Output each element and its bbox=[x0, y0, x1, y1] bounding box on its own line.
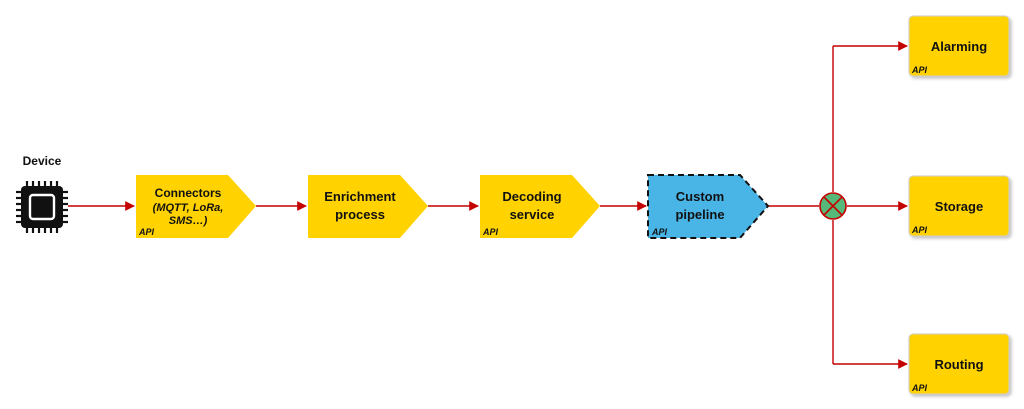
output-storage-box bbox=[908, 175, 1010, 237]
connector-lines bbox=[68, 41, 908, 369]
output-routing-api: API bbox=[911, 383, 928, 393]
stage-connectors-api: API bbox=[138, 227, 155, 237]
output-routing-label: Routing bbox=[934, 357, 983, 372]
chip-icon bbox=[16, 181, 68, 233]
stage-decoding-title-1: Decoding bbox=[502, 189, 561, 204]
stage-connectors-title: Connectors bbox=[155, 186, 222, 200]
output-routing: Routing API bbox=[908, 333, 1010, 395]
stage-connectors-shape bbox=[136, 175, 256, 238]
stage-custom-api: API bbox=[651, 227, 668, 237]
output-alarming-api: API bbox=[911, 65, 928, 75]
stage-connectors-subtitle-1: (MQTT, LoRa, bbox=[153, 202, 224, 214]
device-label: Device bbox=[23, 154, 62, 168]
output-alarming: Alarming API bbox=[908, 15, 1010, 77]
output-storage-api: API bbox=[911, 225, 928, 235]
stage-connectors-subtitle-2: SMS…) bbox=[169, 215, 208, 227]
output-alarming-box bbox=[908, 15, 1010, 77]
stage-enrichment-title-2: process bbox=[335, 207, 385, 222]
output-alarming-label: Alarming bbox=[931, 39, 987, 54]
junction-node bbox=[819, 192, 847, 220]
stage-decoding-api: API bbox=[482, 227, 499, 237]
stage-connectors: Connectors (MQTT, LoRa, SMS…) API bbox=[136, 175, 256, 238]
device-node: Device bbox=[16, 154, 68, 233]
stage-custom-title-1: Custom bbox=[676, 189, 724, 204]
stage-enrichment-shape bbox=[308, 175, 428, 238]
stage-enrichment: Enrichment process bbox=[308, 175, 428, 238]
stage-custom-title-2: pipeline bbox=[675, 207, 724, 222]
stage-custom-shape bbox=[647, 174, 770, 239]
stage-enrichment-title-1: Enrichment bbox=[324, 189, 396, 204]
output-storage-label: Storage bbox=[935, 199, 983, 214]
stage-decoding-title-2: service bbox=[510, 207, 555, 222]
junction-cross-icon bbox=[823, 196, 843, 216]
stage-decoding-shape bbox=[480, 175, 600, 238]
stage-custom-pipeline: Custom pipeline API bbox=[647, 174, 770, 239]
output-storage: Storage API bbox=[908, 175, 1010, 237]
output-routing-box bbox=[908, 333, 1010, 395]
stage-decoding: Decoding service API bbox=[480, 175, 600, 238]
